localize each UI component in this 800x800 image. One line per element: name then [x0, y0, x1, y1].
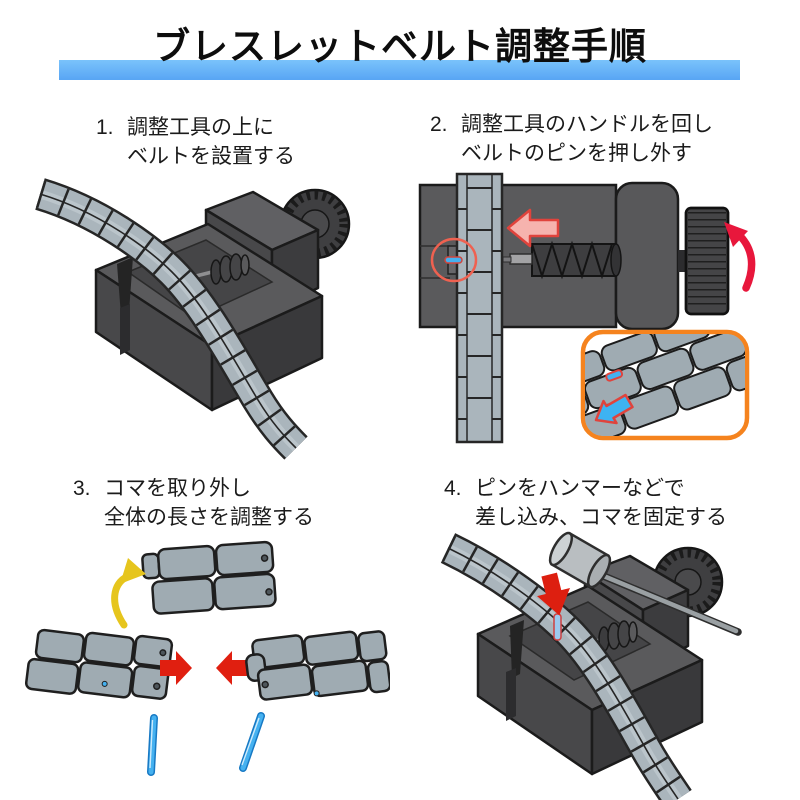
- left-band-segment: [24, 628, 174, 700]
- remove-up-arrow-icon: [111, 558, 146, 629]
- step4-line1: ピンをハンマーなどで: [475, 477, 685, 500]
- page-title: ブレスレットベルト調整手順: [153, 26, 647, 67]
- hammer-icon: [548, 531, 742, 636]
- step3-caption: 3. コマを取り外し 全体の長さを調整する: [73, 474, 314, 532]
- rotate-arrow-icon: [724, 222, 756, 292]
- step4-illustration: [440, 531, 742, 800]
- right-band-segment: [245, 630, 390, 701]
- insert-down-arrow-icon: [537, 572, 571, 616]
- knob-icon: [684, 206, 730, 316]
- front-groove: [506, 668, 516, 721]
- ejected-pin: [605, 369, 624, 382]
- pin-in-circle: [444, 256, 463, 264]
- insert-pin: [553, 613, 562, 641]
- knob-shaft: [678, 250, 688, 272]
- title-highlight-bar: [59, 60, 740, 80]
- push-pin-screw: [183, 253, 250, 285]
- step2-line2: ベルトのピンを押し外す: [461, 142, 692, 165]
- link-pin-2: [239, 712, 265, 772]
- push-left-arrow-icon: [506, 208, 560, 248]
- front-groove: [120, 304, 130, 355]
- pin-out-arrow-icon: [594, 393, 634, 425]
- step2-illustration: [418, 172, 756, 444]
- step4-line2: 差し込み、コマを固定する: [475, 506, 727, 529]
- step3-number: 3.: [73, 477, 91, 500]
- step1-caption: 1. 調整工具の上に ベルトを設置する: [96, 113, 295, 171]
- step4-caption: 4. ピンをハンマーなどで 差し込み、コマを固定する: [444, 474, 727, 532]
- join-left-arrow-icon: [216, 651, 248, 685]
- watch-band: [440, 533, 692, 800]
- watch-band-vertical: [455, 172, 504, 444]
- inset-panel: [580, 329, 750, 441]
- v-slot: [510, 620, 524, 678]
- link-pin-1: [147, 714, 158, 776]
- step3-illustration: [24, 540, 390, 776]
- jaw-block: [614, 181, 680, 331]
- watch-band: [35, 178, 308, 460]
- step2-caption: 2. 調整工具のハンドルを回し ベルトのピンを押し外す: [430, 110, 713, 168]
- inset-band: [585, 334, 745, 436]
- v-slot: [117, 257, 133, 316]
- pusher-pin: [502, 253, 533, 265]
- step1-line1: 調整工具の上に: [127, 116, 274, 139]
- pin-highlight-circle: [430, 237, 478, 283]
- step2-line1: 調整工具のハンドルを回し: [461, 113, 713, 136]
- step1-illustration: [35, 178, 351, 460]
- removed-link-segment: [141, 540, 277, 615]
- step2-number: 2.: [430, 113, 448, 136]
- screw: [531, 240, 622, 280]
- step1-line2: ベルトを設置する: [127, 145, 295, 168]
- step4-number: 4.: [444, 477, 462, 500]
- step3-line2: 全体の長さを調整する: [104, 506, 314, 529]
- join-right-arrow-icon: [160, 651, 192, 685]
- step3-line1: コマを取り外し: [104, 477, 251, 500]
- step1-number: 1.: [96, 116, 114, 139]
